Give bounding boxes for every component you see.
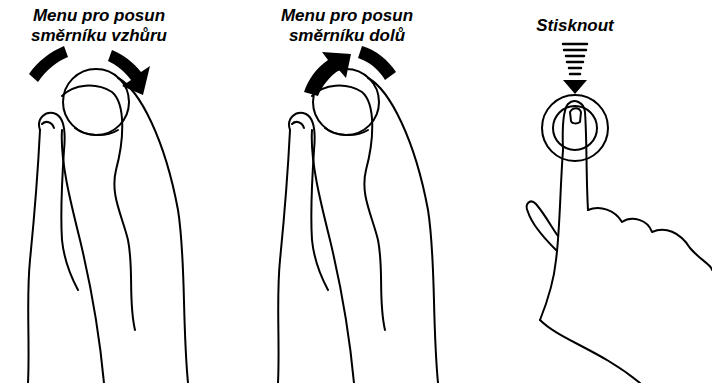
line-art [289, 113, 328, 290]
instruction-label: Menu pro posun směrníku vzhůru [14, 6, 184, 46]
line-art [569, 67, 581, 70]
line-art [566, 55, 584, 58]
hand-press [527, 44, 712, 383]
line-art [28, 130, 40, 383]
line-art [527, 202, 558, 250]
line-art [325, 128, 368, 135]
knob-outline [553, 106, 597, 150]
line-art [564, 49, 586, 52]
line-art [42, 122, 54, 128]
line-art [39, 113, 78, 290]
line-art [118, 78, 188, 383]
line-art [75, 128, 118, 135]
line-art [312, 130, 354, 383]
hand-turn-left [278, 46, 438, 383]
line-art [563, 101, 588, 210]
line-art [567, 61, 583, 64]
knob-outline [542, 95, 608, 161]
line-art [278, 130, 290, 383]
line-art [570, 73, 580, 76]
line-art [62, 130, 104, 383]
line-art [108, 50, 150, 95]
line-art [563, 80, 587, 94]
line-art [292, 122, 304, 128]
line-art [368, 78, 438, 383]
instruction-label: Menu pro posun směrníku dolů [262, 6, 432, 46]
line-art [570, 108, 581, 123]
hand-turn-right [28, 46, 188, 383]
line-art [563, 43, 587, 46]
line-art [563, 44, 587, 74]
instruction-label: Stisknout [520, 16, 630, 36]
line-art [540, 320, 640, 383]
line-art [588, 208, 712, 270]
line-art [29, 46, 68, 82]
